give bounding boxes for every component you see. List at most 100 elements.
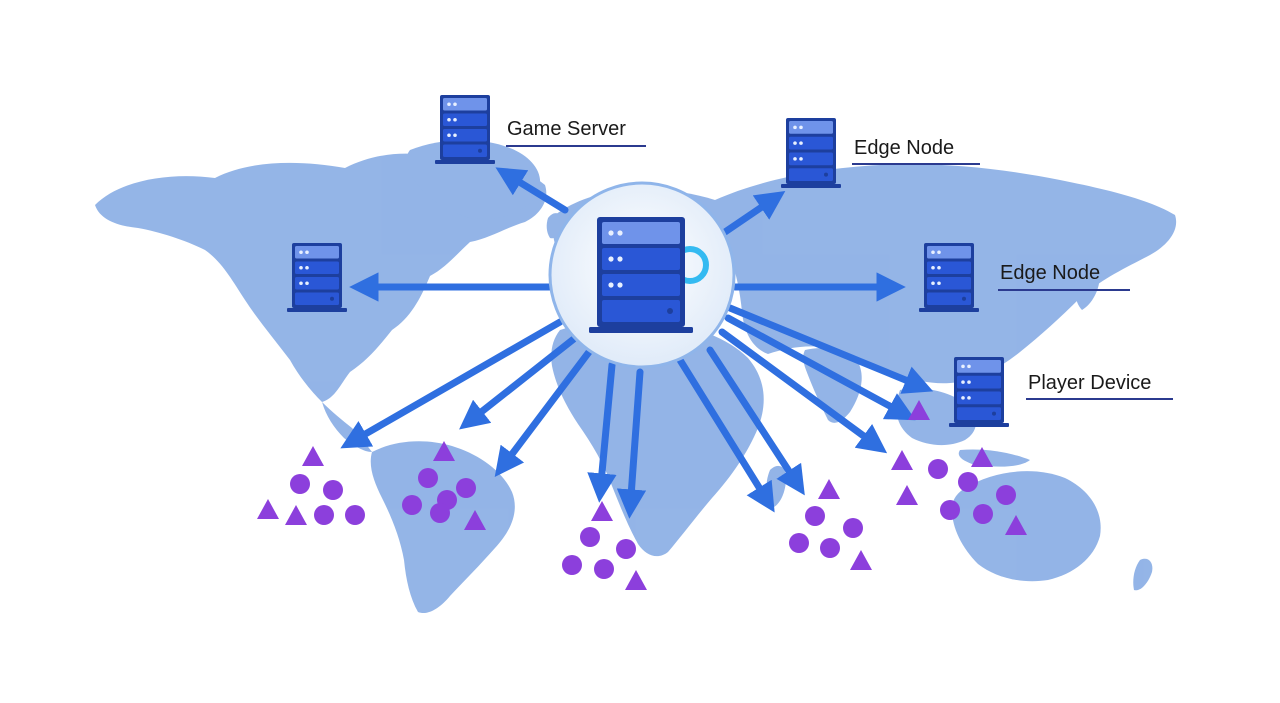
server-icon-game-server-unit-2: [443, 113, 487, 126]
greenland: [406, 139, 541, 220]
player-triangle-icon-3: [285, 505, 307, 525]
player-triangle-icon-10: [908, 400, 930, 420]
server-icon-edge-node-top-led-a-1: [793, 125, 797, 130]
player-circle-icon-10: [580, 527, 600, 547]
servers-layer: [287, 95, 1009, 427]
server-icon-edge-node-right-unit-2: [927, 261, 971, 274]
player-circle-icon-14: [805, 506, 825, 526]
player-circle-icon-4: [345, 505, 365, 525]
player-circle-icon-1: [290, 474, 310, 494]
hub-server-led-b-3: [617, 282, 623, 288]
player-circle-icon-16: [789, 533, 809, 553]
arrow-8: [587, 361, 617, 503]
indonesia: [958, 449, 1030, 467]
server-icon-west-led-b-2: [305, 265, 309, 270]
server-icon-game-server-led-b-2: [453, 117, 457, 122]
arrow-9: [616, 368, 647, 519]
server-icon-edge-node-right-unit-1: [927, 246, 971, 259]
server-icon-edge-node-right: [919, 243, 979, 312]
server-icon-edge-node-right-led-a-3: [931, 281, 935, 286]
player-triangle-icon-11: [891, 450, 913, 470]
label-player-device-underline: [1026, 398, 1173, 400]
server-icon-edge-node-top-unit-4: [789, 168, 833, 181]
label-game-server-underline: [506, 145, 646, 147]
player-circle-icon-11: [616, 539, 636, 559]
server-icon-edge-node-right-led-a-1: [931, 250, 935, 255]
server-icon-game-server-led-b-3: [453, 133, 457, 138]
player-circle-icon-18: [928, 459, 948, 479]
server-icon-player-device-led-b-1: [967, 364, 971, 369]
server-icon-player-device-unit-2: [957, 375, 1001, 389]
server-icon-edge-node-top-base: [781, 184, 841, 188]
server-icon-edge-node-right-power: [962, 296, 966, 301]
label-player-device: Player Device: [1028, 372, 1152, 394]
server-icon-edge-node-top-led-b-3: [799, 157, 803, 161]
player-circle-icon-3: [314, 505, 334, 525]
arrow-2: [721, 191, 786, 236]
australia: [952, 471, 1101, 582]
server-icon-west-unit-1: [295, 246, 339, 259]
server-icon-edge-node-top-led-b-1: [799, 125, 803, 130]
server-icon-game-server-led-a-1: [447, 102, 451, 107]
arrow-6: [459, 334, 579, 430]
server-icon-player-device-led-a-3: [961, 396, 965, 400]
server-icon-player-device-led-a-1: [961, 364, 965, 369]
server-icon-edge-node-top-power: [824, 172, 828, 177]
server-icon-player-device: [949, 357, 1009, 427]
player-circle-icon-20: [996, 485, 1016, 505]
hub-server-icon: [589, 217, 693, 333]
server-icon-game-server-led-a-2: [447, 117, 451, 122]
server-icon-west-led-a-3: [299, 281, 303, 286]
server-icon-game-server-power: [478, 148, 482, 153]
south-america: [370, 441, 515, 614]
server-icon-game-server-led-b-1: [453, 102, 457, 107]
server-icon-player-device-base: [949, 423, 1009, 427]
arrow-7: [494, 344, 596, 478]
server-icon-edge-node-right-frame: [924, 243, 974, 308]
players-layer: [257, 400, 1027, 590]
hub-server-power: [667, 308, 673, 314]
hub-server-base: [589, 327, 693, 333]
server-icon-edge-node-top-led-b-2: [799, 141, 803, 145]
server-icon-player-device-unit-4: [957, 407, 1001, 420]
server-icon-edge-node-right-unit-4: [927, 292, 971, 305]
server-icon-player-device-led-a-2: [961, 380, 965, 384]
player-circle-icon-19: [958, 472, 978, 492]
server-icon-edge-node-right-led-b-2: [937, 265, 941, 270]
player-circle-icon-12: [562, 555, 582, 575]
server-icon-west-unit-2: [295, 261, 339, 274]
server-icon-player-device-unit-3: [957, 391, 1001, 405]
player-circle-icon-22: [973, 504, 993, 524]
player-triangle-icon-5: [464, 510, 486, 530]
player-triangle-icon-13: [971, 447, 993, 467]
player-circle-icon-8: [402, 495, 422, 515]
player-triangle-icon-4: [433, 441, 455, 461]
player-circle-icon-7: [456, 478, 476, 498]
server-icon-edge-node-right-led-a-2: [931, 265, 935, 270]
hub-server-unit-1: [602, 222, 680, 244]
label-edge-node-right: Edge Node: [1000, 262, 1101, 284]
server-icon-edge-node-right-led-b-1: [937, 250, 941, 255]
server-icon-west-led-a-1: [299, 250, 303, 255]
player-circle-icon-2: [323, 480, 343, 500]
arrow-1: [495, 167, 569, 214]
server-icon-edge-node-top-led-a-3: [793, 157, 797, 161]
server-icon-game-server-unit-1: [443, 98, 487, 111]
server-icon-edge-node-right-led-b-3: [937, 281, 941, 286]
new-zealand: [1133, 558, 1153, 591]
hub-server-unit-4: [602, 300, 680, 322]
player-circle-icon-17: [820, 538, 840, 558]
british-isles: [546, 213, 562, 239]
server-icon-west-led-b-1: [305, 250, 309, 255]
server-icon-west: [287, 243, 347, 312]
label-game-server: Game Server: [507, 118, 626, 140]
server-icon-game-server: [435, 95, 495, 164]
player-triangle-icon-2: [257, 499, 279, 519]
hub-server-led-a-2: [608, 256, 614, 262]
server-icon-edge-node-top-unit-2: [789, 136, 833, 150]
player-circle-icon-21: [940, 500, 960, 520]
player-triangle-icon-1: [302, 446, 324, 466]
server-icon-edge-node-top-unit-1: [789, 121, 833, 134]
